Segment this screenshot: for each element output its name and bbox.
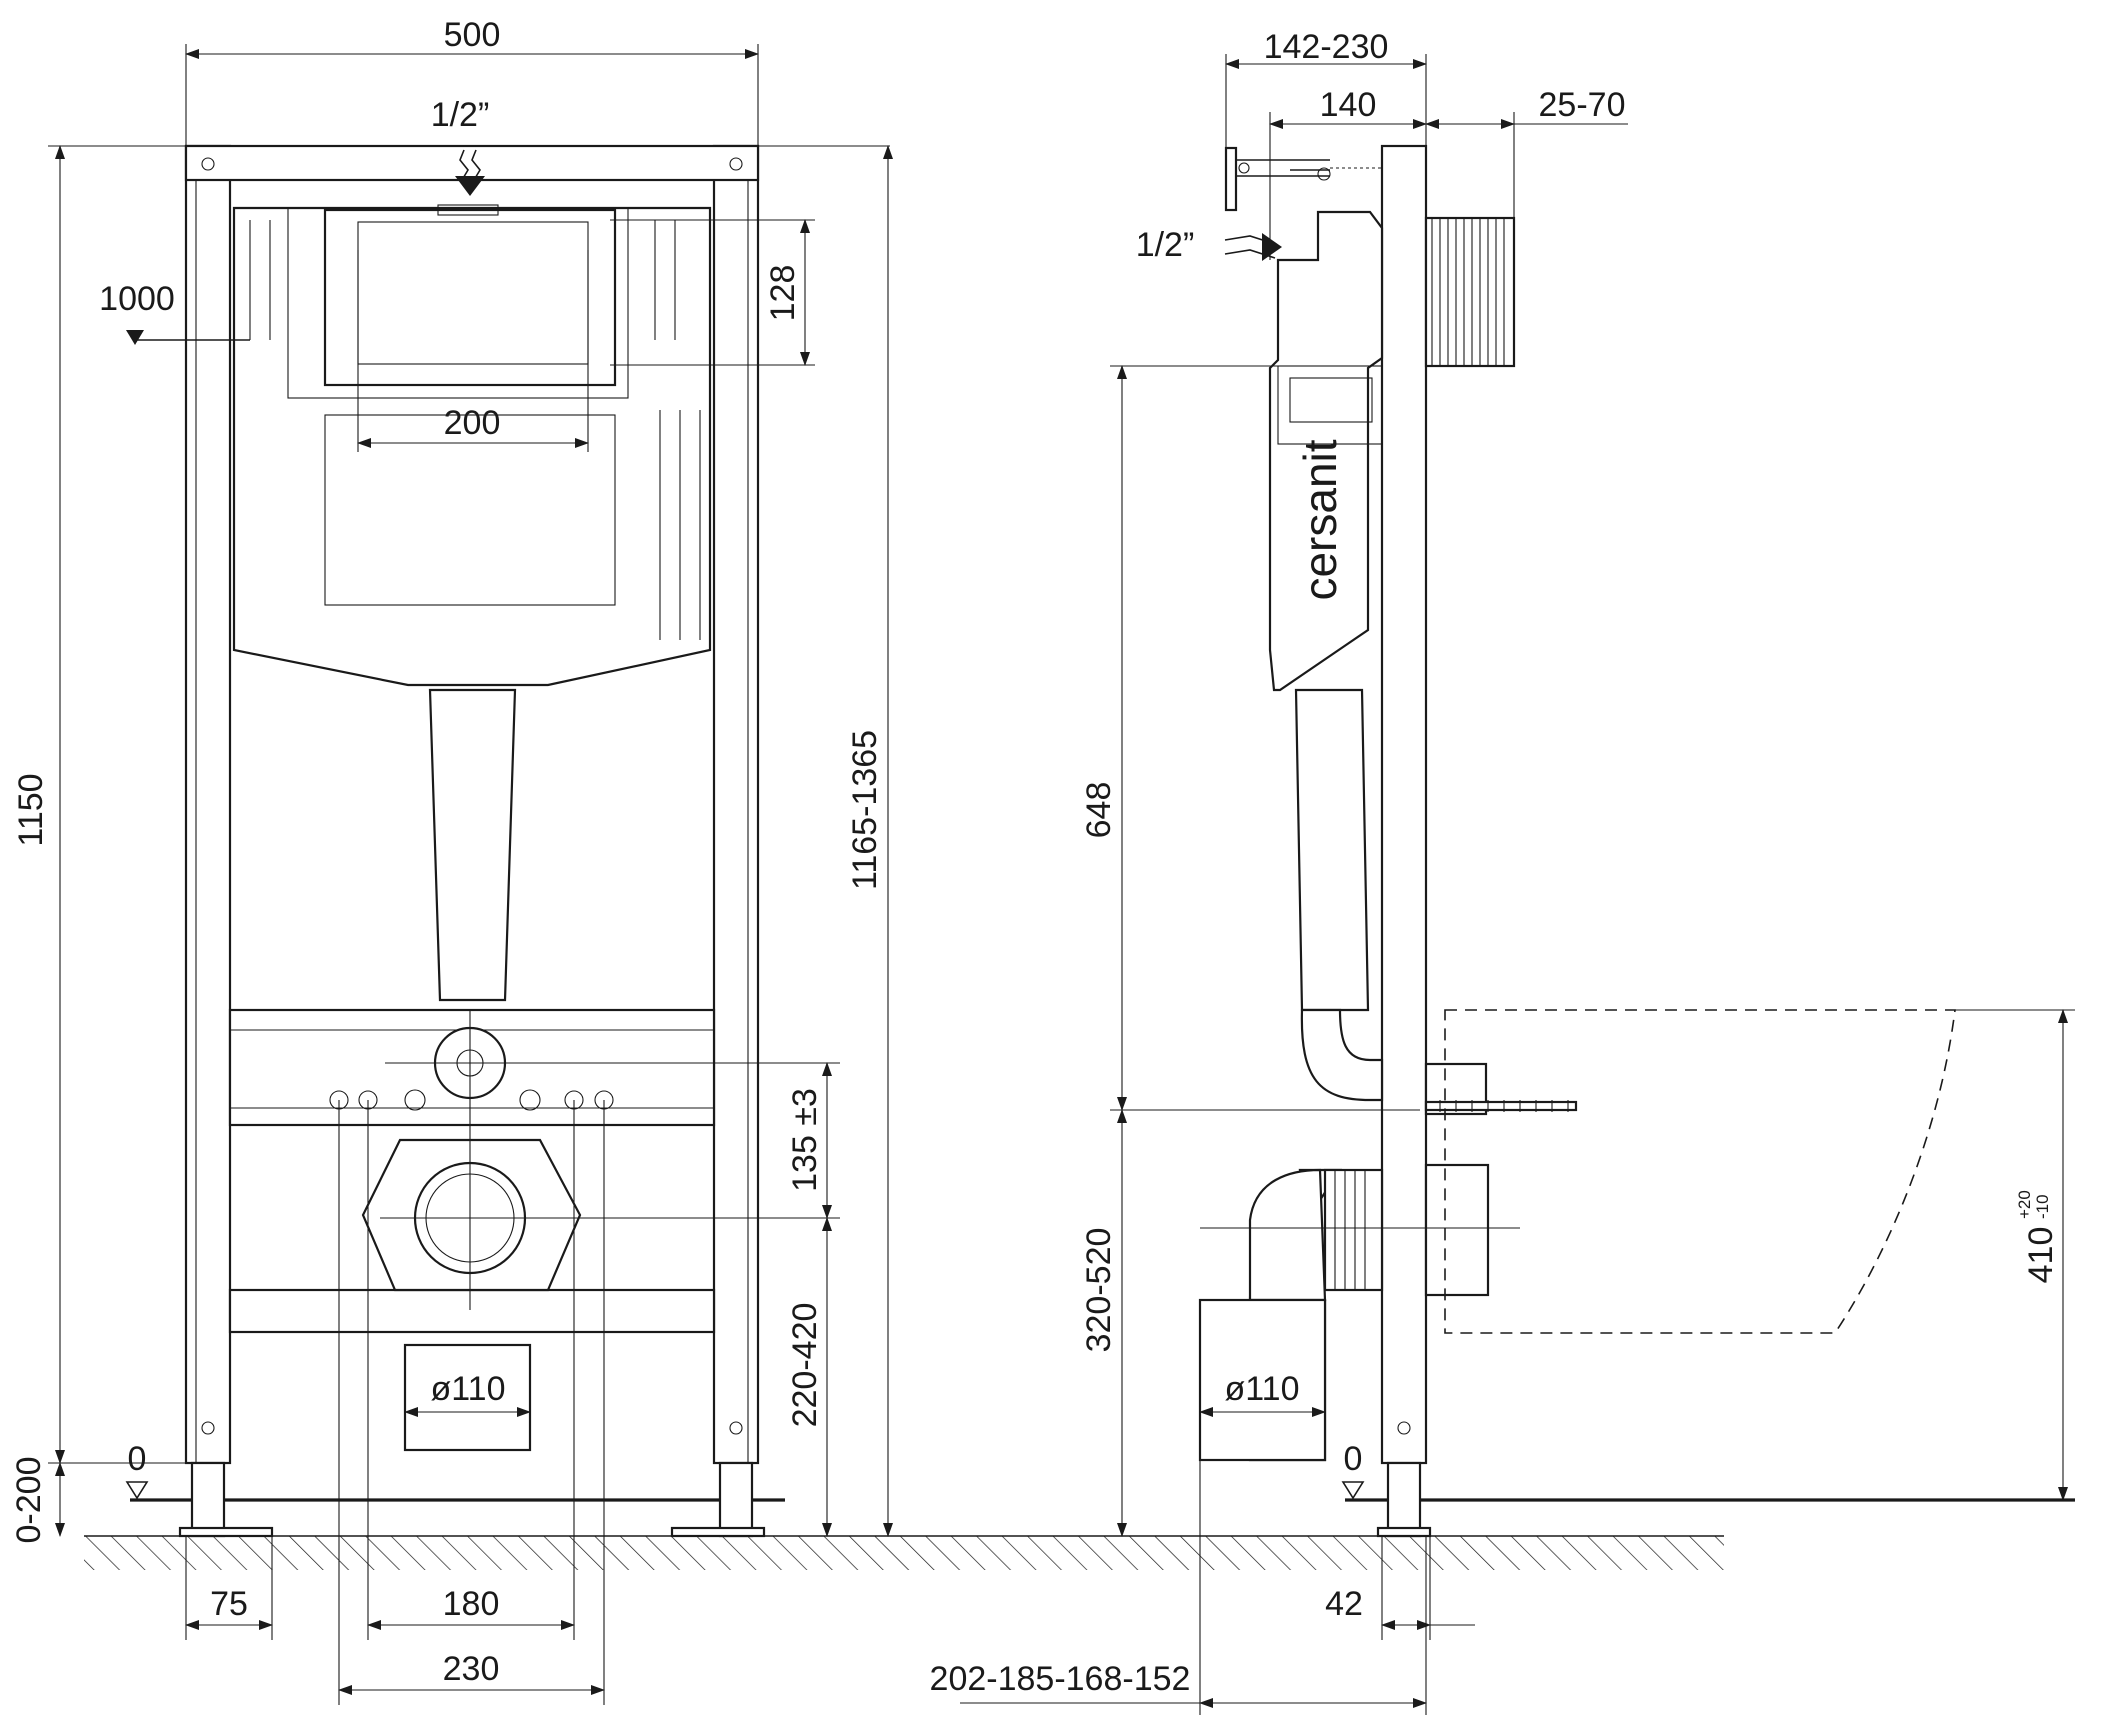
leg-adjust-label: 0-200 <box>10 1457 48 1544</box>
drain-range-label: 320-520 <box>1080 1228 1118 1353</box>
depth-label: 140 <box>1320 86 1377 124</box>
width-label: 500 <box>444 16 501 54</box>
bowl-tol-plus-label: +20 <box>2015 1190 2034 1219</box>
front-dimension-lines <box>48 44 893 1705</box>
leg-width-label: 75 <box>210 1585 248 1623</box>
floor-hatch <box>84 1535 1724 1570</box>
front-labels: 500 1/2” 1000 1150 1165-1365 128 200 135… <box>10 16 884 1688</box>
bowl-height-group: 410 +20 -10 <box>2015 1190 2060 1283</box>
depth-range-label: 142-230 <box>1264 28 1389 66</box>
bolt-offset-label: 135 ±3 <box>786 1088 824 1192</box>
tank-height-label: 648 <box>1080 782 1118 839</box>
side-view <box>1110 144 2075 1538</box>
foot-offset-label: 42 <box>1325 1585 1363 1623</box>
outlet-positions-label: 202-185-168-152 <box>930 1660 1191 1698</box>
drain-diameter-side-label: ø110 <box>1225 1370 1300 1408</box>
zero-level-front-label: 0 <box>128 1440 147 1478</box>
side-labels: 142-230 140 25-70 1/2” 648 320-520 0 ø11… <box>930 28 2060 1698</box>
inlet-top-label: 1/2” <box>431 96 490 134</box>
bowl-tol-minus-label: -10 <box>2033 1194 2052 1219</box>
bolt-spacing-inner-label: 180 <box>443 1585 500 1623</box>
total-height-label: 1150 <box>12 773 50 846</box>
side-dimension-lines <box>960 54 2075 1715</box>
bolt-spacing-outer-label: 230 <box>443 1650 500 1688</box>
inlet-side-label: 1/2” <box>1136 226 1195 264</box>
wall-range-label: 25-70 <box>1539 86 1626 124</box>
inlet-height-label: 1000 <box>99 280 175 318</box>
drain-height-label: 220-420 <box>786 1303 824 1428</box>
flush-plate-height-label: 128 <box>764 265 802 322</box>
frame-height-label: 1165-1365 <box>846 730 884 890</box>
drain-diameter-front-label: ø110 <box>431 1370 506 1408</box>
flush-plate-width-label: 200 <box>444 404 501 442</box>
bowl-height-label: 410 <box>2022 1227 2060 1284</box>
brand-logo: cersanit <box>1294 439 1346 600</box>
zero-level-side-label: 0 <box>1344 1440 1363 1478</box>
front-view <box>130 144 840 1538</box>
